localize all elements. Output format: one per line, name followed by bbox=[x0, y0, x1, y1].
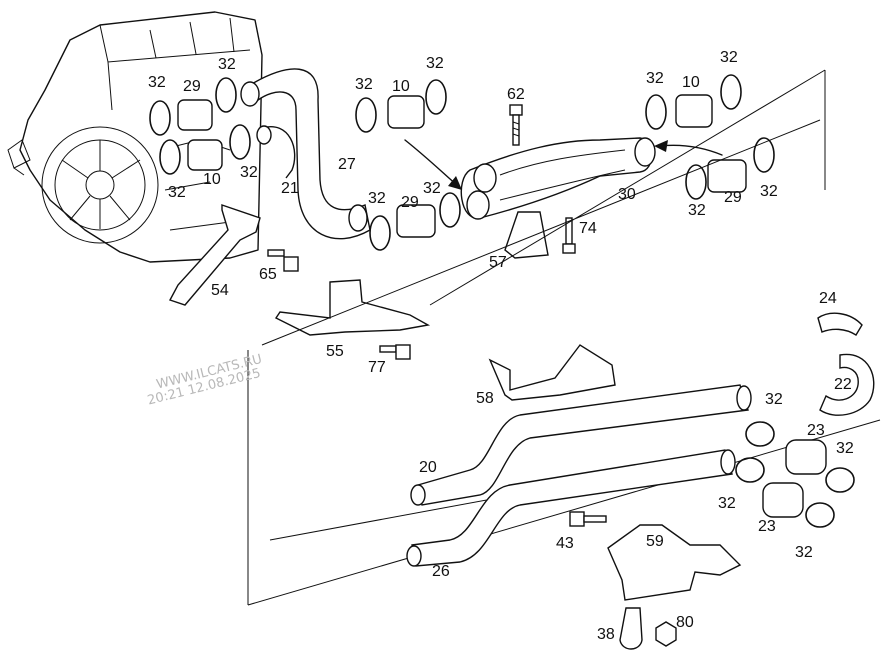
bracket-58 bbox=[488, 344, 616, 401]
part-label-62: 62 bbox=[507, 86, 525, 103]
part-label-22: 22 bbox=[834, 376, 852, 393]
part-label-32: 32 bbox=[368, 190, 386, 207]
part-label-32: 32 bbox=[760, 183, 778, 200]
part-label-77: 77 bbox=[368, 359, 386, 376]
part-label-80: 80 bbox=[676, 614, 694, 631]
bracket-54 bbox=[168, 204, 261, 306]
part-label-29: 29 bbox=[724, 189, 742, 206]
hose-22 bbox=[819, 353, 875, 416]
nut-80 bbox=[655, 621, 677, 647]
hose-24 bbox=[817, 312, 863, 336]
bolt-77 bbox=[379, 344, 411, 360]
sleeve-29 bbox=[177, 99, 213, 131]
part-label-32: 32 bbox=[688, 202, 706, 219]
sleeve-10-right bbox=[675, 94, 713, 128]
part-label-32: 32 bbox=[218, 56, 236, 73]
bracket-59 bbox=[607, 524, 742, 601]
hose-21 bbox=[256, 125, 296, 179]
pipe-manifold-30 bbox=[460, 137, 656, 220]
bolt-43 bbox=[569, 511, 607, 527]
part-label-55: 55 bbox=[326, 343, 344, 360]
part-label-32: 32 bbox=[240, 164, 258, 181]
bolt-65 bbox=[267, 249, 299, 272]
part-label-59: 59 bbox=[646, 533, 664, 550]
hose-27 bbox=[240, 68, 371, 240]
part-label-10: 10 bbox=[203, 171, 221, 188]
part-label-32: 32 bbox=[718, 495, 736, 512]
part-label-26: 26 bbox=[432, 563, 450, 580]
part-label-32: 32 bbox=[795, 544, 813, 561]
part-label-32: 32 bbox=[168, 184, 186, 201]
part-label-65: 65 bbox=[259, 266, 277, 283]
part-label-32: 32 bbox=[836, 440, 854, 457]
sleeve-10-mid bbox=[387, 95, 425, 129]
part-label-32: 32 bbox=[720, 49, 738, 66]
pipe-26 bbox=[406, 449, 736, 567]
bolt-74 bbox=[562, 217, 576, 254]
part-label-32: 32 bbox=[148, 74, 166, 91]
part-label-29: 29 bbox=[401, 194, 419, 211]
part-label-54: 54 bbox=[211, 282, 229, 299]
bracket-57 bbox=[504, 211, 549, 259]
part-label-21: 21 bbox=[281, 180, 299, 197]
part-label-10: 10 bbox=[392, 78, 410, 95]
engine-block bbox=[7, 11, 263, 263]
bolt-62 bbox=[509, 104, 523, 146]
part-label-32: 32 bbox=[423, 180, 441, 197]
part-label-74: 74 bbox=[579, 220, 597, 237]
part-label-32: 32 bbox=[355, 76, 373, 93]
part-label-32: 32 bbox=[646, 70, 664, 87]
part-label-10: 10 bbox=[682, 74, 700, 91]
bracket-55 bbox=[274, 279, 431, 336]
part-label-43: 43 bbox=[556, 535, 574, 552]
sleeve-29-right bbox=[707, 159, 747, 193]
coupling-23-upper bbox=[785, 439, 827, 475]
sleeve-10-left bbox=[187, 139, 223, 171]
part-label-30: 30 bbox=[618, 186, 636, 203]
part-label-23: 23 bbox=[807, 422, 825, 439]
part-label-27: 27 bbox=[338, 156, 356, 173]
part-label-24: 24 bbox=[819, 290, 837, 307]
part-label-20: 20 bbox=[419, 459, 437, 476]
part-label-29: 29 bbox=[183, 78, 201, 95]
part-label-32: 32 bbox=[426, 55, 444, 72]
part-label-57: 57 bbox=[489, 254, 507, 271]
sleeve-29-mid bbox=[396, 204, 436, 238]
hose-clamps bbox=[149, 74, 855, 528]
pipe-20 bbox=[410, 384, 752, 506]
clamp-38 bbox=[619, 607, 643, 650]
part-label-58: 58 bbox=[476, 390, 494, 407]
part-label-32: 32 bbox=[765, 391, 783, 408]
part-label-23: 23 bbox=[758, 518, 776, 535]
coupling-23-lower bbox=[762, 482, 804, 518]
part-label-38: 38 bbox=[597, 626, 615, 643]
